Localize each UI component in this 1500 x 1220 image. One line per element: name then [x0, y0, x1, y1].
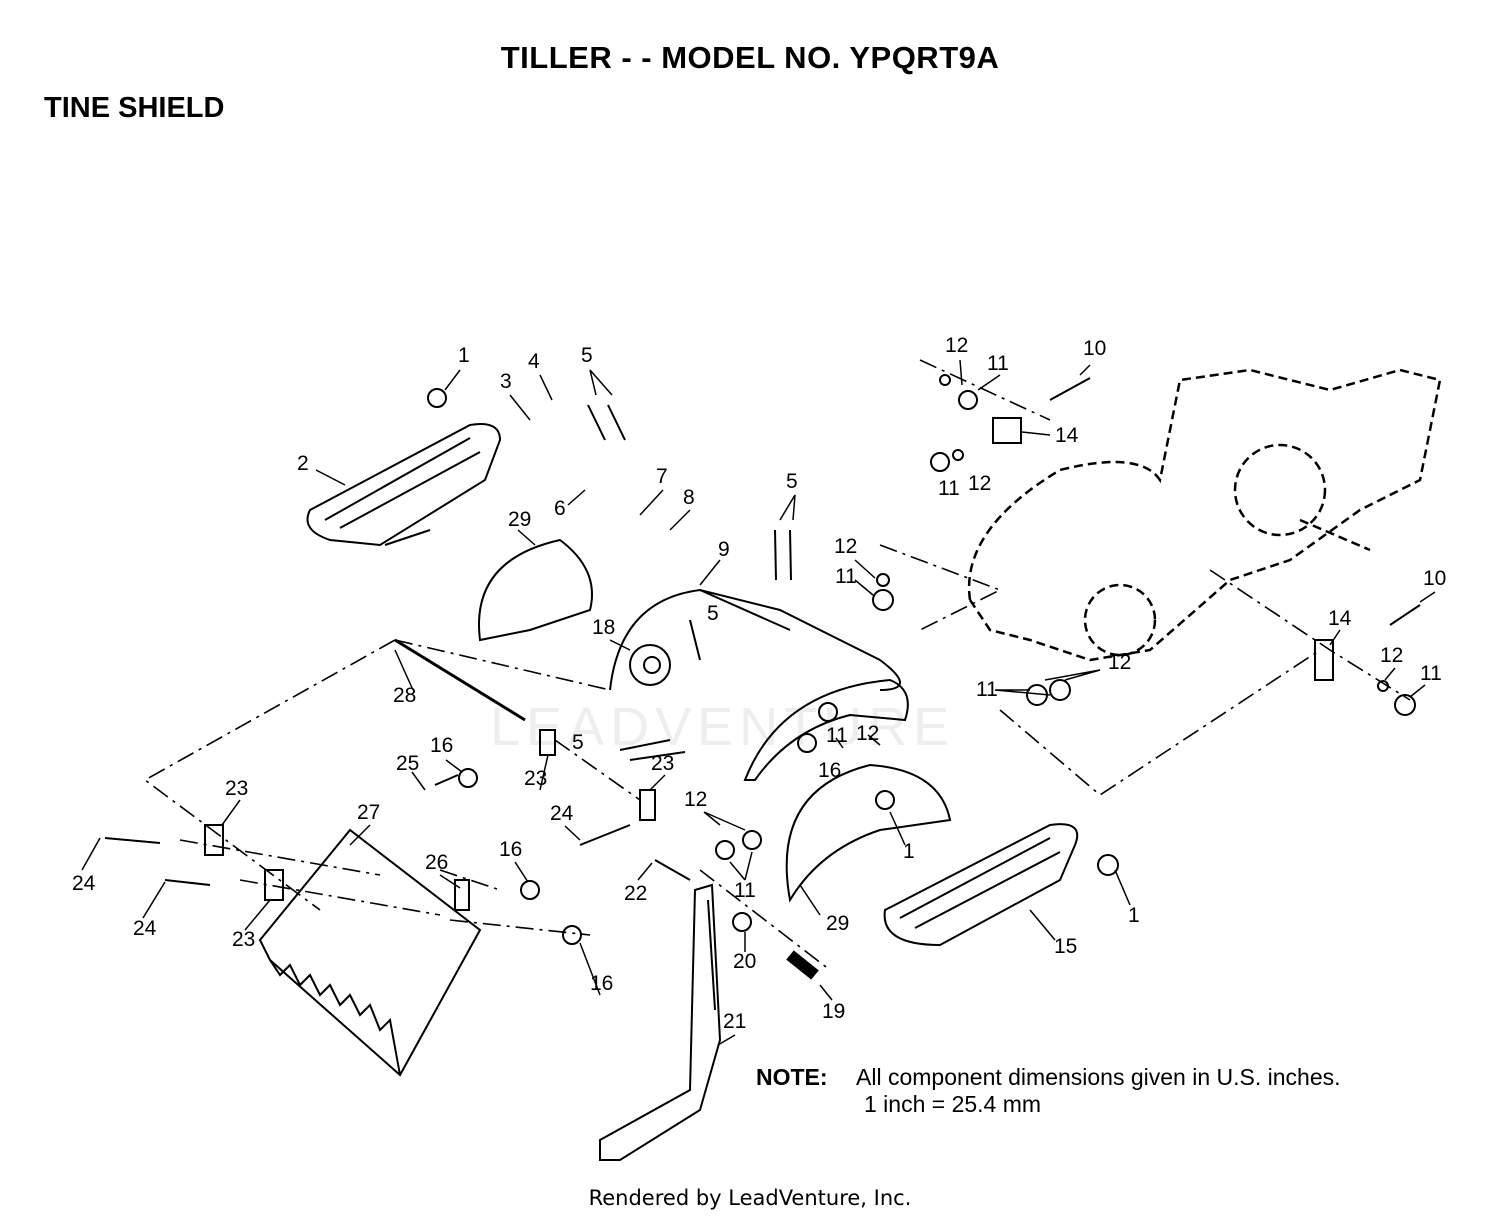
callout-label: 21: [723, 1010, 746, 1033]
depth-stick-part: [599, 883, 722, 1161]
callout-label: 16: [818, 759, 841, 782]
main-tine-hood-part: [609, 588, 901, 691]
callout-label: 12: [684, 788, 707, 811]
callout-label: 24: [550, 802, 574, 825]
callout-label: 11: [826, 724, 848, 747]
callout-label: 12: [1108, 651, 1131, 674]
gearbox-housing: [967, 368, 1442, 662]
callout-label: 4: [528, 350, 540, 373]
drag-plate-part: [258, 828, 482, 1077]
callout-label: 3: [500, 370, 512, 393]
callout-label: 16: [499, 838, 522, 861]
section-title: TINE SHIELD: [44, 92, 225, 124]
callout-labels: 1 1 1 2 3 4 5 5 5 5 6 7 8 9 10 10 11 11 …: [72, 334, 1446, 1033]
rear-hood-flap: [743, 678, 909, 781]
callout-label: 16: [590, 972, 613, 995]
callout-label: 11: [976, 678, 998, 701]
callout-label: 12: [968, 472, 991, 495]
callout-label: 23: [225, 777, 248, 800]
callout-label: 1: [1128, 904, 1140, 927]
callout-label: 29: [826, 912, 849, 935]
callout-label: 15: [1054, 935, 1077, 958]
callout-label: 5: [707, 602, 719, 625]
right-fender-part: [785, 763, 952, 903]
callout-label: 16: [430, 734, 453, 757]
note-line-2: 1 inch = 25.4 mm: [864, 1091, 1042, 1117]
callout-label: 26: [425, 851, 448, 874]
callout-label: 18: [592, 616, 615, 639]
page-title: TILLER - - MODEL NO. YPQRT9A: [500, 40, 1000, 75]
callout-label: 11: [987, 352, 1009, 375]
bolts: [104, 377, 1421, 886]
footer-credit: Rendered by LeadVenture, Inc.: [588, 1186, 912, 1210]
callout-label: 12: [945, 334, 968, 357]
callout-label: 10: [1083, 337, 1106, 360]
right-shield-part: [883, 823, 1079, 947]
note-block: NOTE: All component dimensions given in U…: [756, 1064, 1341, 1118]
callout-label: 10: [1423, 567, 1446, 590]
callout-label: 11: [938, 477, 960, 500]
pin-part: [786, 950, 819, 980]
watermark: LEADVENTURE: [490, 697, 955, 757]
nuts-washers: [427, 374, 1416, 945]
left-fender-part: [478, 538, 593, 642]
callout-label: 22: [624, 882, 647, 905]
callout-label: 1: [458, 344, 470, 367]
callout-label: 8: [683, 486, 695, 509]
callout-label: 11: [734, 879, 756, 902]
assembly-lines: [143, 359, 1411, 971]
callout-label: 14: [1055, 424, 1079, 447]
callout-label: 5: [581, 344, 593, 367]
note-label: NOTE:: [756, 1064, 828, 1090]
callout-label: 5: [786, 470, 798, 493]
callout-label: 12: [1380, 644, 1403, 667]
left-shield-part: [306, 423, 502, 547]
leader-lines: [81, 359, 1436, 1046]
callout-label: 23: [232, 928, 255, 951]
callout-label: 7: [656, 465, 668, 488]
callout-label: 29: [508, 508, 531, 531]
callout-label: 27: [357, 801, 380, 824]
callout-label: 11: [835, 565, 857, 588]
callout-label: 11: [1420, 662, 1442, 685]
callout-label: 14: [1328, 607, 1352, 630]
callout-label: 19: [822, 1000, 845, 1023]
callout-label: 25: [396, 752, 419, 775]
callout-label: 24: [133, 917, 157, 940]
callout-label: 1: [903, 840, 915, 863]
rod-part: [394, 638, 526, 722]
callout-label: 20: [733, 950, 756, 973]
callout-label: 23: [651, 752, 674, 775]
callout-label: 24: [72, 872, 96, 895]
callout-label: 9: [718, 538, 730, 561]
callout-label: 28: [393, 684, 416, 707]
callout-label: 6: [554, 497, 566, 520]
callout-label: 5: [572, 731, 584, 754]
callout-label: 2: [297, 452, 309, 475]
note-line-1: All component dimensions given in U.S. i…: [856, 1064, 1341, 1090]
callout-label: 12: [834, 535, 857, 558]
